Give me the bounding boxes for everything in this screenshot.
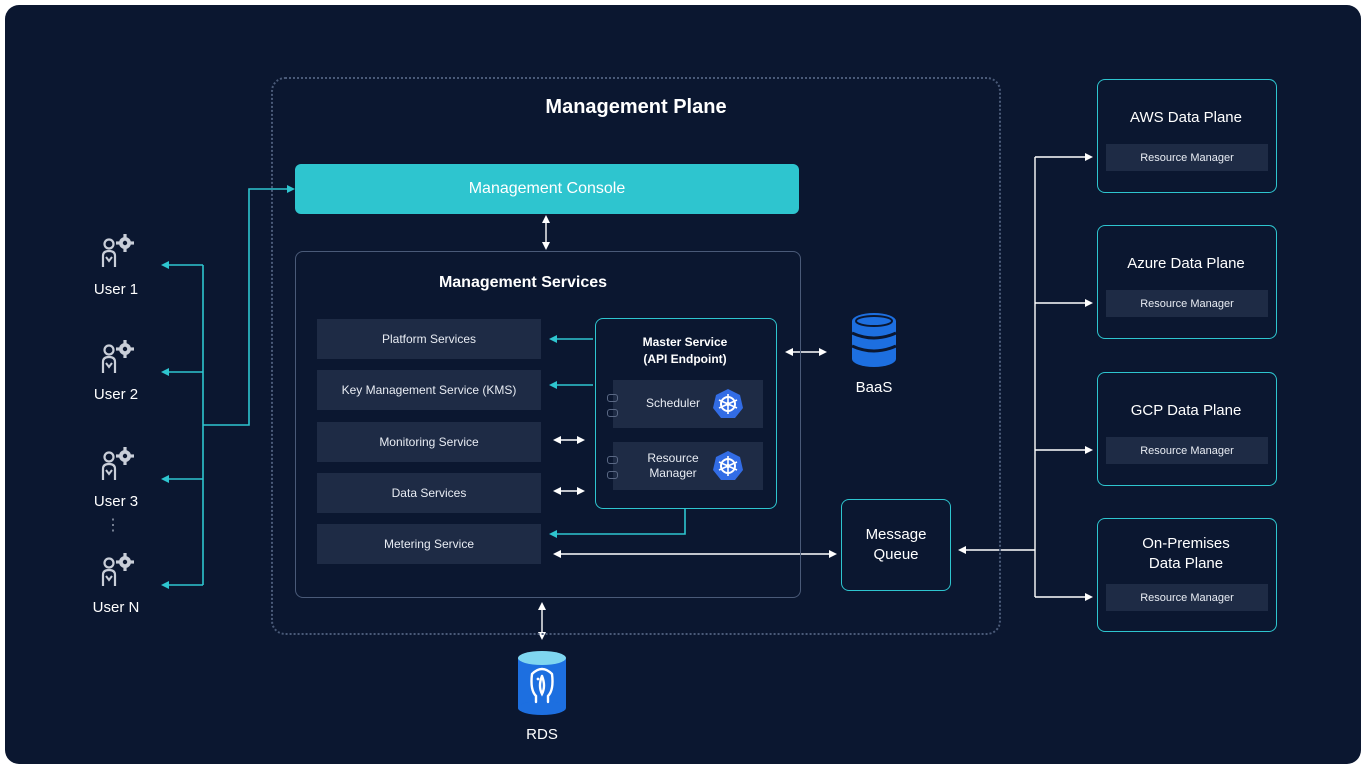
azure-data-plane[interactable] bbox=[1097, 225, 1277, 339]
resource-manager-label: Resource Manager bbox=[631, 451, 715, 481]
connector-notch bbox=[607, 394, 618, 402]
users-ellipsis: ⋮ bbox=[105, 517, 121, 534]
gcp-data-plane[interactable] bbox=[1097, 372, 1277, 486]
message-queue-line2: Queue bbox=[873, 546, 919, 563]
user-admin-icon bbox=[101, 447, 134, 480]
master-service-title: Master Service (API Endpoint) bbox=[595, 334, 775, 368]
user-admin-icon bbox=[101, 234, 134, 267]
master-service-title-line2: (API Endpoint) bbox=[643, 352, 727, 366]
monitoring-service[interactable]: Monitoring Service bbox=[317, 422, 541, 462]
management-console[interactable]: Management Console bbox=[295, 164, 799, 214]
on-premises-resource-manager[interactable]: Resource Manager bbox=[1106, 584, 1268, 611]
resource-manager-box[interactable]: Resource Manager bbox=[613, 442, 763, 490]
azure-data-plane-title: Azure Data Plane bbox=[1127, 255, 1245, 272]
connector-notch bbox=[607, 409, 618, 417]
management-services-title: Management Services bbox=[438, 274, 608, 291]
connector-notch bbox=[607, 456, 618, 464]
master-service-box[interactable] bbox=[595, 318, 777, 509]
azure-resource-manager[interactable]: Resource Manager bbox=[1106, 290, 1268, 317]
aws-data-plane-title: AWS Data Plane bbox=[1130, 109, 1242, 126]
message-queue-line1: Message bbox=[865, 526, 927, 543]
queue-to-dataplanes bbox=[958, 153, 1093, 601]
management-services-box bbox=[295, 251, 801, 598]
rds-label: RDS bbox=[526, 726, 558, 743]
kubernetes-icon bbox=[713, 389, 743, 418]
user-3-label: User 3 bbox=[93, 493, 139, 510]
master-service-title-line1: Master Service bbox=[642, 335, 728, 349]
on-premises-data-plane-title: On-Premises Data Plane bbox=[1097, 534, 1275, 574]
resource-manager-line2: Manager bbox=[649, 466, 697, 480]
aws-resource-manager[interactable]: Resource Manager bbox=[1106, 144, 1268, 171]
data-services[interactable]: Data Services bbox=[317, 473, 541, 513]
user-1-label: User 1 bbox=[93, 281, 139, 298]
kubernetes-icon bbox=[713, 451, 743, 480]
user-2-label: User 2 bbox=[93, 386, 139, 403]
metering-service[interactable]: Metering Service bbox=[317, 524, 541, 564]
on-premises-data-plane[interactable] bbox=[1097, 518, 1277, 632]
connector-lines bbox=[161, 153, 1093, 640]
platform-services[interactable]: Platform Services bbox=[317, 319, 541, 359]
kms-service[interactable]: Key Management Service (KMS) bbox=[317, 370, 541, 410]
scheduler-label: Scheduler bbox=[645, 396, 701, 410]
management-plane-title: Management Plane bbox=[545, 96, 727, 118]
user-admin-icon bbox=[101, 553, 134, 586]
resource-manager-line1: Resource bbox=[647, 451, 699, 465]
aws-data-plane[interactable] bbox=[1097, 79, 1277, 193]
baas-label: BaaS bbox=[855, 379, 893, 396]
gcp-data-plane-title: GCP Data Plane bbox=[1130, 402, 1242, 419]
gcp-resource-manager[interactable]: Resource Manager bbox=[1106, 437, 1268, 464]
postgresql-rds-icon bbox=[518, 651, 566, 715]
on-premises-title-line2: Data Plane bbox=[1148, 555, 1224, 572]
bidirectional-arrows bbox=[538, 348, 837, 640]
master-to-services bbox=[549, 335, 686, 538]
message-queue-box[interactable]: Message Queue bbox=[841, 499, 951, 591]
connector-notch bbox=[607, 471, 618, 479]
database-icon bbox=[851, 313, 897, 367]
management-plane bbox=[271, 77, 1001, 635]
diagram-canvas: User 1 User 2 User 3 ⋮ bbox=[5, 5, 1361, 764]
on-premises-title-line1: On-Premises bbox=[1142, 535, 1230, 552]
user-admin-icon bbox=[101, 340, 134, 373]
user-n-label: User N bbox=[92, 599, 140, 616]
